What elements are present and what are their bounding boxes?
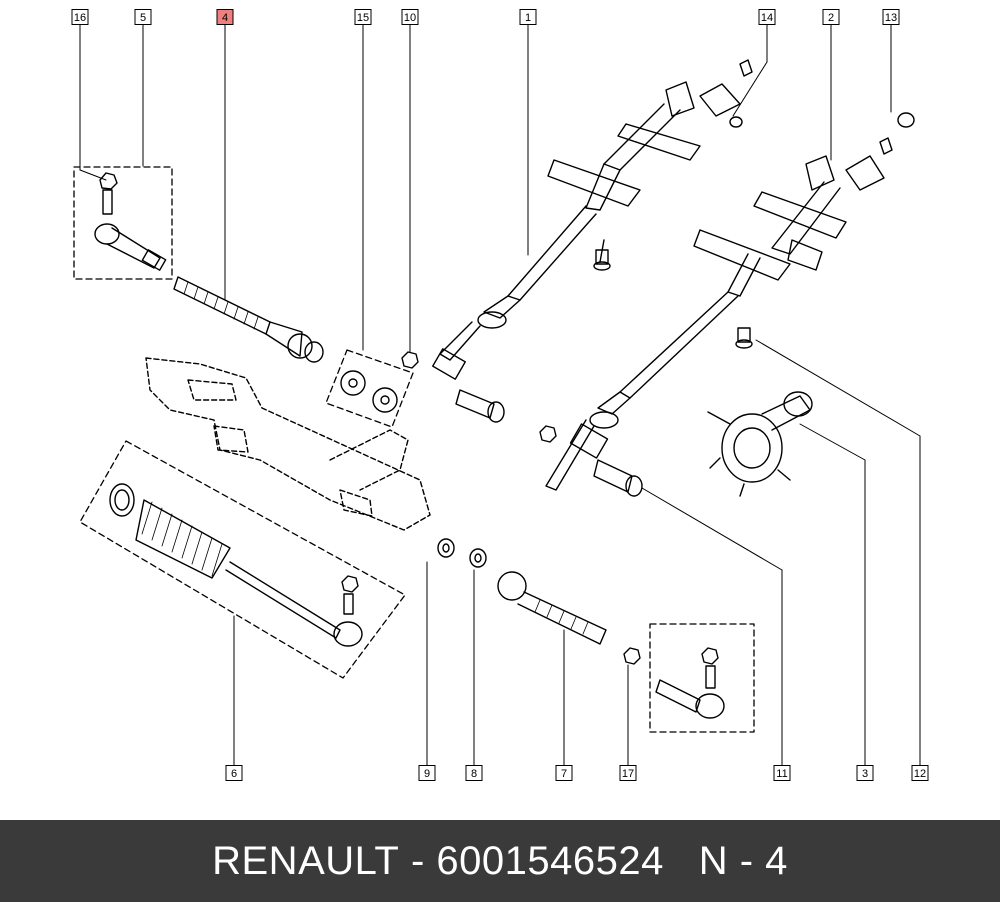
callout-box (71, 9, 89, 25)
callout-box (354, 9, 372, 25)
axial-joint-7 (497, 571, 607, 645)
callout-box (882, 9, 900, 25)
callout-4: 4 (216, 9, 234, 25)
footer-brand: RENAULT (212, 838, 400, 883)
callout-number: 9 (424, 768, 430, 780)
rings-9-8 (437, 538, 487, 568)
callout-box (555, 765, 573, 781)
exploded-steering-diagram: 16 5 4 15 10 1 14 2 13 6 9 8 7 17 11 3 12 (71, 9, 929, 781)
callout-number: 17 (622, 768, 634, 780)
callout-number: 4 (222, 12, 228, 24)
callout-box (418, 765, 436, 781)
nut-10 (401, 351, 419, 369)
callout-12: 12 (911, 765, 929, 781)
callout-5: 5 (134, 9, 152, 25)
callout-15: 15 (354, 9, 372, 25)
callout-number: 16 (74, 12, 86, 24)
callout-box (856, 765, 874, 781)
callout-number: 7 (561, 768, 567, 780)
callout-box (773, 765, 791, 781)
footer-gap (664, 839, 699, 884)
callout-box (758, 9, 776, 25)
steering-column-2 (545, 112, 915, 491)
footer-separator: - (399, 838, 437, 883)
callout-14: 14 (758, 9, 776, 25)
tie-rod-end-right (655, 647, 725, 719)
callout-number: 2 (828, 12, 834, 24)
nut-17 (623, 647, 641, 665)
rack-housing (145, 357, 431, 531)
axial-joint (173, 276, 324, 363)
footer-banner: RENAULT - 6001546524 N - 4 (0, 820, 1000, 902)
callout-16: 16 (71, 9, 89, 25)
callout-box (619, 765, 637, 781)
callout-17: 17 (619, 765, 637, 781)
callout-box (911, 765, 929, 781)
callout-box (225, 765, 243, 781)
callout-number: 12 (914, 768, 926, 780)
callout-number: 14 (761, 12, 773, 24)
tie-rod-end-left (94, 172, 167, 271)
footer-ref: N - 4 (698, 838, 788, 883)
callout-box (822, 9, 840, 25)
steering-column-1 (432, 59, 753, 380)
dashed-group-boxes (73, 166, 755, 733)
callout-number: 15 (357, 12, 369, 24)
callout-labels: 16 5 4 15 10 1 14 2 13 6 9 8 7 17 11 3 12 (71, 9, 929, 781)
callout-8: 8 (465, 765, 483, 781)
callout-number: 13 (885, 12, 897, 24)
callout-box (216, 9, 234, 25)
bolt-11 (455, 389, 643, 497)
callout-9: 9 (418, 765, 436, 781)
callout-box (134, 9, 152, 25)
footer-part-number: 6001546524 (436, 838, 664, 883)
callout-number: 3 (862, 768, 868, 780)
boot-kit-6 (109, 483, 363, 647)
callout-10: 10 (401, 9, 419, 25)
callout-box (401, 9, 419, 25)
callout-11: 11 (773, 765, 791, 781)
callout-box (465, 765, 483, 781)
callout-number: 11 (776, 768, 787, 780)
callout-number: 6 (231, 768, 237, 780)
washers (340, 370, 398, 413)
callout-number: 1 (525, 12, 531, 24)
callout-2: 2 (822, 9, 840, 25)
callout-1: 1 (519, 9, 537, 25)
callout-7: 7 (555, 765, 573, 781)
steering-rotor-3 (707, 391, 813, 497)
callout-6: 6 (225, 765, 243, 781)
callout-number: 5 (140, 12, 146, 24)
callout-13: 13 (882, 9, 900, 25)
leader-lines (79, 23, 921, 766)
callout-number: 8 (471, 768, 477, 780)
callout-box (519, 9, 537, 25)
callout-3: 3 (856, 765, 874, 781)
callout-number: 10 (404, 12, 416, 24)
